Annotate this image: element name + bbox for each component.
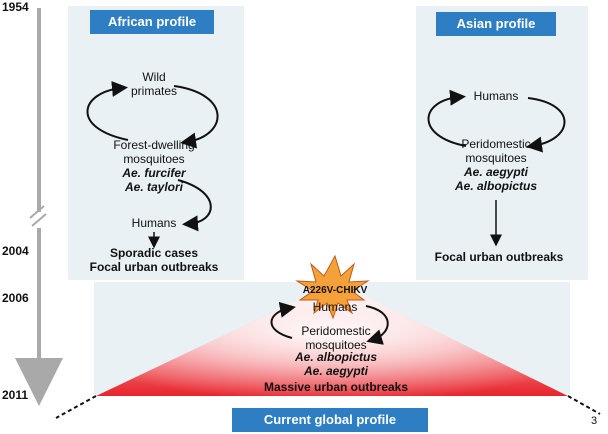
year-label: 2004 bbox=[2, 244, 29, 258]
global-peridomestic-label: Peridomestic mosquitoes bbox=[301, 324, 371, 352]
mutation-label: A226V-CHIKV bbox=[302, 285, 368, 296]
global-cycle-arrow-left bbox=[270, 301, 296, 339]
asian-species-list: Ae. aegypti Ae. albopictus bbox=[454, 165, 537, 193]
asian-peridomestic-label: Peridomestic mosquitoes bbox=[461, 137, 531, 165]
year-label: 2011 bbox=[2, 388, 29, 402]
asian-panel bbox=[416, 6, 588, 280]
african-humans-label: Humans bbox=[131, 216, 177, 230]
global-humans-label: Humans bbox=[312, 300, 358, 314]
timeline-axis bbox=[15, 8, 63, 406]
forest-mosquitoes-label: Forest-dwelling mosquitoes bbox=[113, 138, 195, 166]
year-label: 1954 bbox=[2, 0, 29, 14]
mutation-burst-icon bbox=[295, 254, 370, 320]
asian-outcome: Focal urban outbreaks bbox=[434, 250, 564, 264]
global-triangle bbox=[55, 282, 601, 419]
asian-cycle-arrow-right bbox=[526, 97, 566, 153]
global-outcome: Massive urban outbreaks bbox=[263, 380, 409, 394]
global-species-list: Ae. albopictus Ae. aegypti bbox=[294, 350, 377, 378]
asian-humans-label: Humans bbox=[473, 89, 519, 103]
african-mosquito-to-human-arrow bbox=[177, 179, 212, 232]
asian-profile-title: Asian profile bbox=[436, 12, 556, 36]
african-cycle-arrow-left bbox=[86, 80, 129, 141]
african-cycle-arrow-right bbox=[173, 85, 219, 149]
african-profile-title: African profile bbox=[90, 10, 214, 34]
global-profile-title: Current global profile bbox=[232, 408, 428, 432]
wild-primates-label: Wild primates bbox=[130, 70, 177, 98]
year-label: 2006 bbox=[2, 291, 29, 305]
global-cycle-arrow-right bbox=[365, 305, 389, 345]
african-outcomes: Sporadic cases Focal urban outbreaks bbox=[89, 246, 219, 274]
african-panel bbox=[68, 6, 244, 280]
african-species-list: Ae. furcifer Ae. taylori bbox=[122, 166, 186, 194]
asian-cycle-arrow-left bbox=[427, 89, 467, 147]
page-number: 3 bbox=[590, 415, 598, 427]
